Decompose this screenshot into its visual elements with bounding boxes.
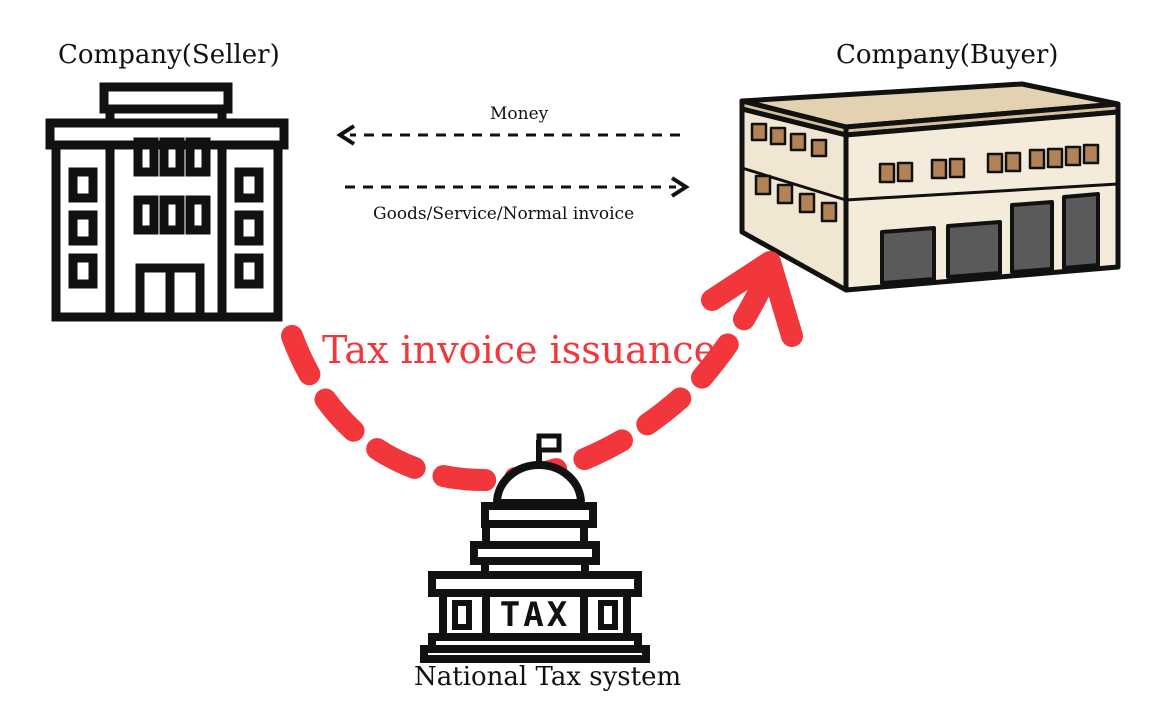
warehouse-building-icon [739,81,1121,293]
seller-label: Company(Seller) [58,40,280,70]
buyer-label: Company(Buyer) [836,40,1059,70]
tax-sign-text: TAX [500,595,570,635]
goods-label: Goods/Service/Normal invoice [373,204,635,224]
office-building-icon [45,82,289,322]
goods-arrow [345,176,690,198]
money-label: Money [490,104,549,124]
money-arrow [336,124,680,146]
issuance-arrow [281,251,803,491]
tax-system-label: National Tax system [414,662,682,692]
tax-office-building-icon [420,433,650,663]
issuance-label: Tax invoice issuance [322,328,717,372]
